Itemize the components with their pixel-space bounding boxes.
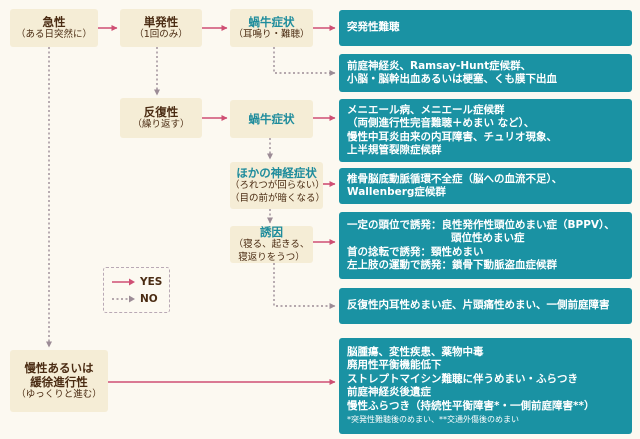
result-box-chronic-causes: 脳腫瘍、変性疾患、薬物中毒 廃用性平衡機能低下 ストレプトマイシン難聴に伴うめま… — [339, 338, 632, 434]
result-line: 脳腫瘍、変性疾患、薬物中毒 — [347, 345, 484, 358]
node-title: 反復性 — [143, 104, 179, 119]
node-subtitle: （ある日突然に） — [15, 28, 92, 40]
node-cochlear-symptoms-2: 蝸牛症状 — [230, 100, 313, 138]
result-line: 反復性内耳性めまい症、片頭痛性めまい、一側前庭障害 — [347, 299, 610, 312]
node-other-neuro-symptoms: ほかの神経症状 （ろれつが回らない） （目の前が暗くなる） — [230, 162, 326, 209]
node-title: 誘因 — [260, 225, 283, 239]
result-line: （両側進行性完音難聴＋めまい など）、 — [347, 117, 535, 129]
no-arrow-icon — [112, 295, 135, 303]
node-title: 慢性あるいは — [24, 360, 94, 375]
node-subtitle: （耳鳴り・難聴） — [233, 28, 310, 40]
result-line: 左上肢の運動で誘発：鎖骨下動脈盗血症候群 — [347, 259, 557, 271]
node-title: 急性 — [42, 14, 66, 29]
node-trigger: 誘因 （寝る、起きる、 寝返りをうつ） — [230, 225, 313, 263]
node-subtitle: （寝る、起きる、 — [233, 239, 310, 250]
result-box-vestibular-neuritis: 前庭神経炎、Ramsay-Hunt症候群、 小脳・脳幹出血あるいは梗塞、くも膜下… — [339, 54, 632, 92]
result-line: 頭位性めまい症 — [451, 232, 525, 244]
node-subtitle: （ゆっくりと進む） — [16, 388, 102, 400]
result-line: 首の捻転で誘発：頸性めまい — [347, 245, 484, 258]
result-box-positional-vertigo: 一定の頭位で誘発：良性発作性頭位めまい症（BPPV）、 頭位性めまい症 首の捻転… — [339, 212, 632, 279]
node-recurrent: 反復性 （繰り返す） — [120, 98, 202, 138]
result-line: メニエール病、メニエール症候群 — [347, 103, 505, 116]
legend-yes-label: YES — [140, 276, 163, 288]
result-line: 慢性ふらつき（持続性平衡障害*・一側前庭障害**） — [347, 399, 595, 412]
legend-yes: YES — [112, 276, 162, 288]
node-title: 緩徐進行性 — [30, 374, 88, 389]
node-cochlear-symptoms: 蝸牛症状 （耳鳴り・難聴） — [230, 9, 313, 47]
result-box-recurrent-inner-ear: 反復性内耳性めまい症、片頭痛性めまい、一側前庭障害 — [339, 288, 632, 324]
node-title: 蝸牛症状 — [248, 14, 295, 29]
result-line: 前庭神経炎後遺症 — [347, 386, 431, 399]
result-footnote: *突発性難聴後のめまい、**交通外傷後のめまい — [347, 415, 519, 425]
result-line: 廃用性平衡機能低下 — [347, 359, 442, 372]
node-subtitle: （1回のみ） — [134, 28, 188, 40]
node-acute: 急性 （ある日突然に） — [10, 9, 98, 47]
result-box-vertebrobasilar: 椎骨脳底動脈循環不全症（脳への血流不足）、 Wallenberg症候群 — [339, 168, 632, 204]
result-line: 一定の頭位で誘発：良性発作性頭位めまい症（BPPV）、 — [347, 218, 615, 231]
result-box-meniere: メニエール病、メニエール症候群 （両側進行性完音難聴＋めまい など）、 慢性中耳… — [339, 99, 632, 162]
no-arrow — [273, 47, 336, 76]
node-subtitle: （ろれつが回らない） — [230, 180, 325, 191]
result-line: 椎骨脳底動脈循環不全症（脳への血流不足）、 — [347, 172, 563, 185]
node-title: 蝸牛症状 — [248, 112, 295, 126]
node-subtitle: （目の前が暗くなる） — [230, 192, 326, 204]
result-line: 前庭神経炎、Ramsay-Hunt症候群、 — [347, 59, 532, 72]
legend: YES NO — [103, 267, 170, 313]
node-subtitle: 寝返りをうつ） — [238, 251, 305, 263]
legend-no: NO — [112, 293, 158, 305]
node-title: ほかの神経症状 — [236, 166, 317, 180]
result-line: 突発性難聴 — [347, 21, 400, 34]
node-single: 単発性 （1回のみ） — [120, 9, 202, 47]
result-line: 小脳・脳幹出血あるいは梗塞、くも膜下出血 — [347, 73, 557, 85]
yes-arrow-icon — [112, 278, 135, 286]
node-title: 単発性 — [143, 14, 179, 29]
result-line: Wallenberg症候群 — [347, 186, 446, 198]
node-subtitle: （繰り返す） — [132, 118, 190, 130]
result-box-sudden-deafness: 突発性難聴 — [339, 10, 632, 46]
legend-no-label: NO — [140, 293, 158, 305]
result-line: 慢性中耳炎由来の内耳障害、チュリオ現象、 — [347, 130, 557, 143]
no-arrow — [273, 263, 336, 309]
result-line: ストレプトマイシン難聴に伴うめまい・ふらつき — [347, 372, 578, 385]
node-chronic: 慢性あるいは 緩徐進行性 （ゆっくりと進む） — [10, 350, 108, 412]
result-line: 上半規管裂隙症候群 — [347, 144, 442, 156]
